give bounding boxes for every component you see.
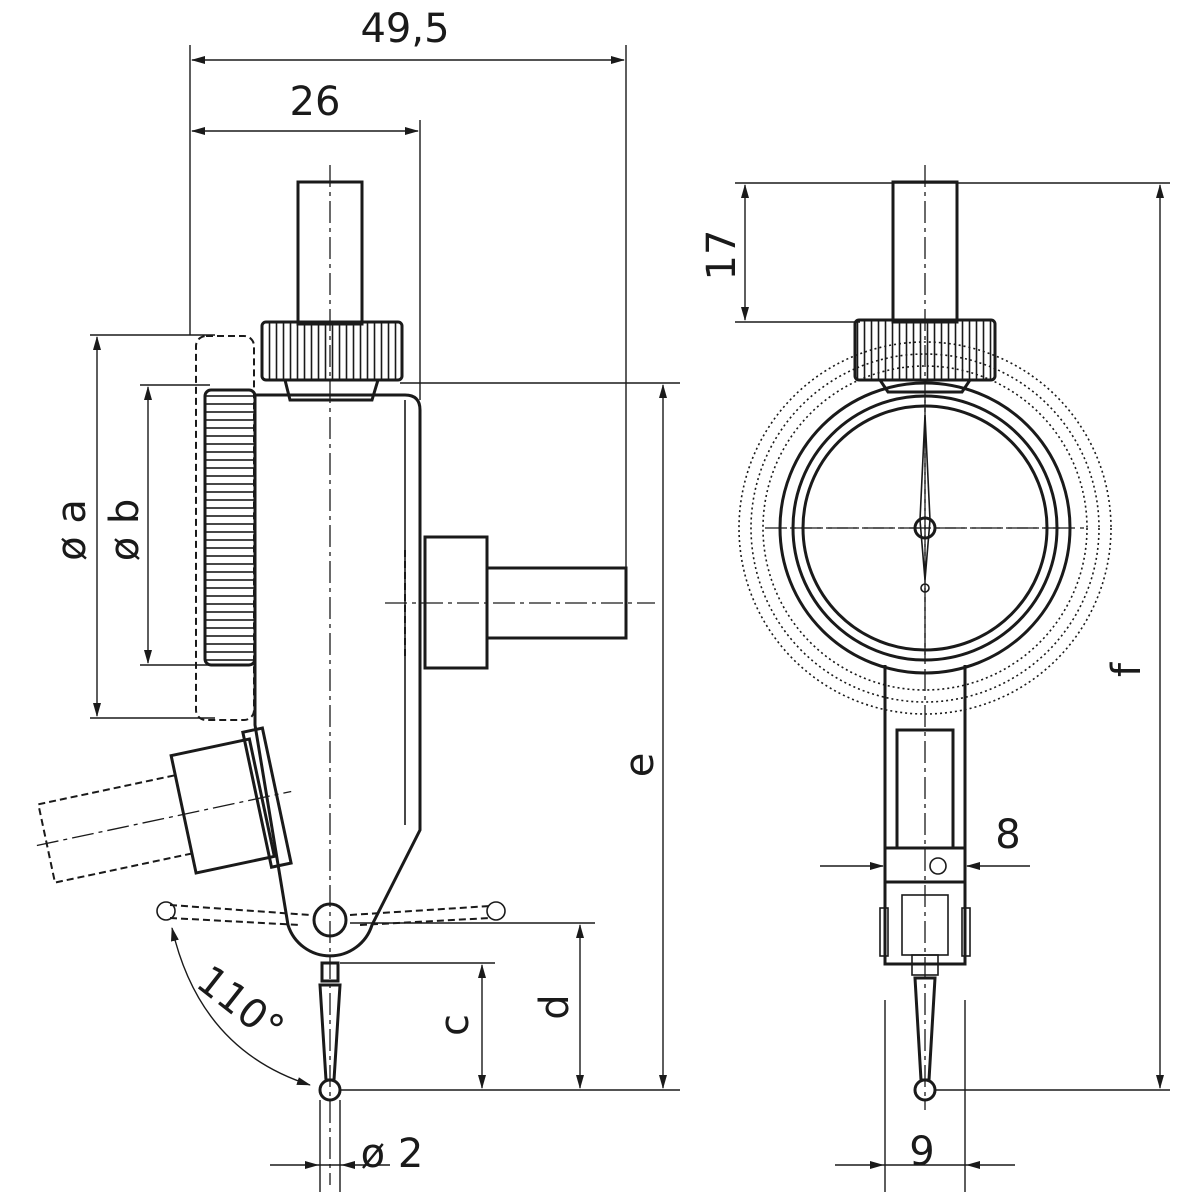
angled-stem [36,726,293,884]
label-width-8: 8 [995,812,1020,858]
label-ball-dia: ø 2 [361,1131,424,1177]
angle-arc-110 [171,927,311,1086]
label-e: e [617,753,663,778]
side-view [36,45,680,1192]
label-angle: 110° [188,957,292,1053]
indicator-body [253,393,422,958]
front-view [735,165,1170,1192]
label-f: f [1104,662,1150,677]
dial-bezel [778,381,1072,675]
label-width-9: 9 [909,1129,934,1175]
label-d: d [532,994,578,1019]
label-stem-length: 17 [699,230,745,281]
bezel-knurl [203,388,257,667]
stylus-holder [883,880,967,966]
label-dia-a: ø a [49,499,95,561]
label-c: c [432,1014,478,1036]
knurled-nut-front [853,318,997,382]
label-dia-b: ø b [102,499,148,562]
side-stem [485,566,628,640]
knurled-nut [260,320,404,382]
pivot-circle [312,902,348,938]
contact-ball [318,1078,342,1102]
label-body-width: 26 [290,79,341,125]
label-overall-width: 49,5 [360,6,449,52]
dial-needle [919,414,931,581]
